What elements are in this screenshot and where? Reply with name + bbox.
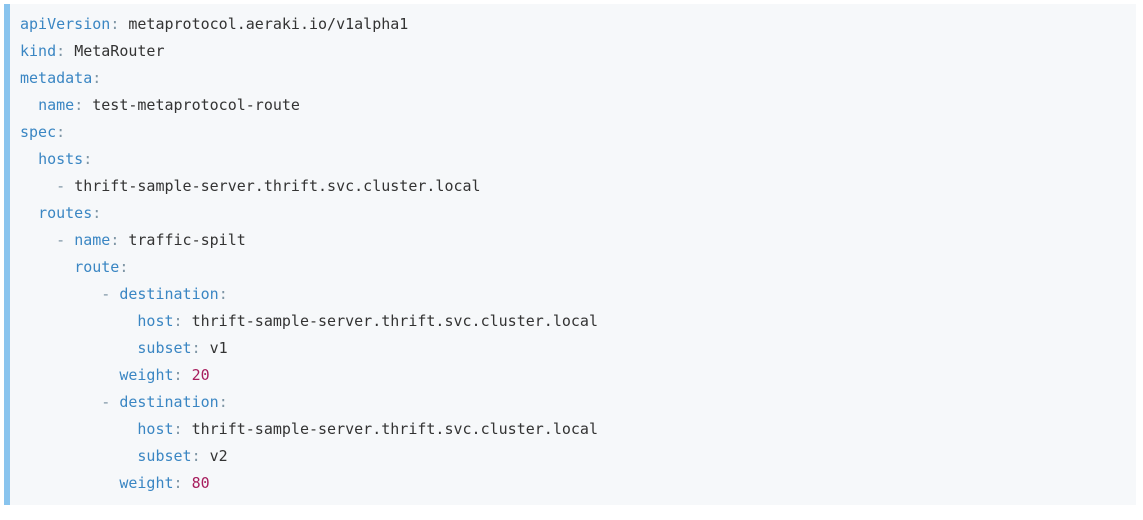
code-token-punctuation: : <box>173 420 183 438</box>
code-token-whitespace <box>20 150 38 168</box>
code-token-whitespace <box>65 177 74 195</box>
code-token-punctuation: - <box>56 177 66 195</box>
code-token-key: host <box>137 312 174 330</box>
code-line: kind: MetaRouter <box>20 38 1126 65</box>
code-line: routes: <box>20 200 1126 227</box>
code-token-whitespace <box>183 420 192 438</box>
code-token-key: host <box>137 420 174 438</box>
code-token-value: thrift-sample-server.thrift.svc.cluster.… <box>191 420 598 438</box>
code-token-value: v1 <box>209 339 228 357</box>
code-token-key: name <box>74 231 111 249</box>
code-line: - destination: <box>20 281 1126 308</box>
code-line: subset: v2 <box>20 443 1126 470</box>
code-token-punctuation: : <box>173 366 183 384</box>
code-token-punctuation: : <box>173 312 183 330</box>
code-token-punctuation: : <box>218 393 228 411</box>
code-token-key: hosts <box>38 150 84 168</box>
code-token-whitespace <box>20 258 74 276</box>
code-line: - destination: <box>20 389 1126 416</box>
code-token-punctuation: : <box>83 150 93 168</box>
code-line: - name: traffic-spilt <box>20 227 1126 254</box>
code-token-whitespace <box>20 204 38 222</box>
code-token-whitespace <box>65 231 74 249</box>
code-line: metadata: <box>20 65 1126 92</box>
yaml-code: apiVersion: metaprotocol.aeraki.io/v1alp… <box>20 11 1126 497</box>
code-token-punctuation: - <box>56 231 66 249</box>
code-token-whitespace <box>201 447 210 465</box>
code-token-value: v2 <box>209 447 228 465</box>
code-token-key: subset <box>137 339 192 357</box>
code-line: - thrift-sample-server.thrift.svc.cluste… <box>20 173 1126 200</box>
code-token-whitespace <box>20 312 137 330</box>
code-line: weight: 80 <box>20 470 1126 497</box>
code-token-whitespace <box>201 339 210 357</box>
code-token-whitespace <box>183 366 192 384</box>
code-token-whitespace <box>20 96 38 114</box>
code-token-punctuation: : <box>56 123 66 141</box>
code-token-whitespace <box>65 42 74 60</box>
code-line: host: thrift-sample-server.thrift.svc.cl… <box>20 416 1126 443</box>
code-token-value: metaprotocol.aeraki.io/v1alpha1 <box>128 15 409 33</box>
code-token-whitespace <box>20 420 137 438</box>
code-token-whitespace <box>20 339 137 357</box>
code-token-key: routes <box>38 204 93 222</box>
code-line: apiVersion: metaprotocol.aeraki.io/v1alp… <box>20 11 1126 38</box>
code-token-whitespace <box>20 474 119 492</box>
code-line: hosts: <box>20 146 1126 173</box>
code-token-key: metadata <box>20 69 93 87</box>
code-token-key: apiVersion <box>20 15 111 33</box>
code-token-punctuation: : <box>110 15 120 33</box>
code-token-whitespace <box>110 285 119 303</box>
code-token-value: traffic-spilt <box>128 231 246 249</box>
code-token-key: weight <box>119 366 174 384</box>
code-token-punctuation: : <box>56 42 66 60</box>
code-token-key: subset <box>137 447 192 465</box>
code-token-punctuation: : <box>74 96 84 114</box>
code-token-punctuation: : <box>92 204 102 222</box>
code-token-value: test-metaprotocol-route <box>92 96 300 114</box>
code-token-key: destination <box>119 393 219 411</box>
code-token-punctuation: - <box>101 393 111 411</box>
code-token-key: destination <box>119 285 219 303</box>
code-token-whitespace <box>20 285 101 303</box>
code-line: subset: v1 <box>20 335 1126 362</box>
code-line: host: thrift-sample-server.thrift.svc.cl… <box>20 308 1126 335</box>
code-token-key: route <box>74 258 120 276</box>
code-token-punctuation: : <box>92 69 102 87</box>
code-token-punctuation: : <box>173 474 183 492</box>
code-token-key: name <box>38 96 75 114</box>
code-line: route: <box>20 254 1126 281</box>
code-token-punctuation: : <box>218 285 228 303</box>
code-token-value: thrift-sample-server.thrift.svc.cluster.… <box>74 177 481 195</box>
code-token-whitespace <box>20 366 119 384</box>
code-token-whitespace <box>183 474 192 492</box>
code-token-value: MetaRouter <box>74 42 165 60</box>
code-token-punctuation: : <box>119 258 129 276</box>
code-token-punctuation: : <box>110 231 120 249</box>
code-token-key: kind <box>20 42 57 60</box>
yaml-code-block: apiVersion: metaprotocol.aeraki.io/v1alp… <box>4 4 1136 505</box>
code-token-value: thrift-sample-server.thrift.svc.cluster.… <box>191 312 598 330</box>
code-token-key: weight <box>119 474 174 492</box>
code-token-whitespace <box>83 96 92 114</box>
code-token-whitespace <box>20 177 56 195</box>
code-line: name: test-metaprotocol-route <box>20 92 1126 119</box>
code-token-whitespace <box>20 393 101 411</box>
code-token-whitespace <box>183 312 192 330</box>
code-line: spec: <box>20 119 1126 146</box>
code-token-key: spec <box>20 123 57 141</box>
code-token-whitespace <box>110 393 119 411</box>
code-token-punctuation: - <box>101 285 111 303</box>
code-token-number: 20 <box>191 366 210 384</box>
code-token-punctuation: : <box>191 339 201 357</box>
code-token-whitespace <box>20 231 56 249</box>
code-token-whitespace <box>20 447 137 465</box>
code-line: weight: 20 <box>20 362 1126 389</box>
code-token-punctuation: : <box>191 447 201 465</box>
code-token-number: 80 <box>191 474 210 492</box>
